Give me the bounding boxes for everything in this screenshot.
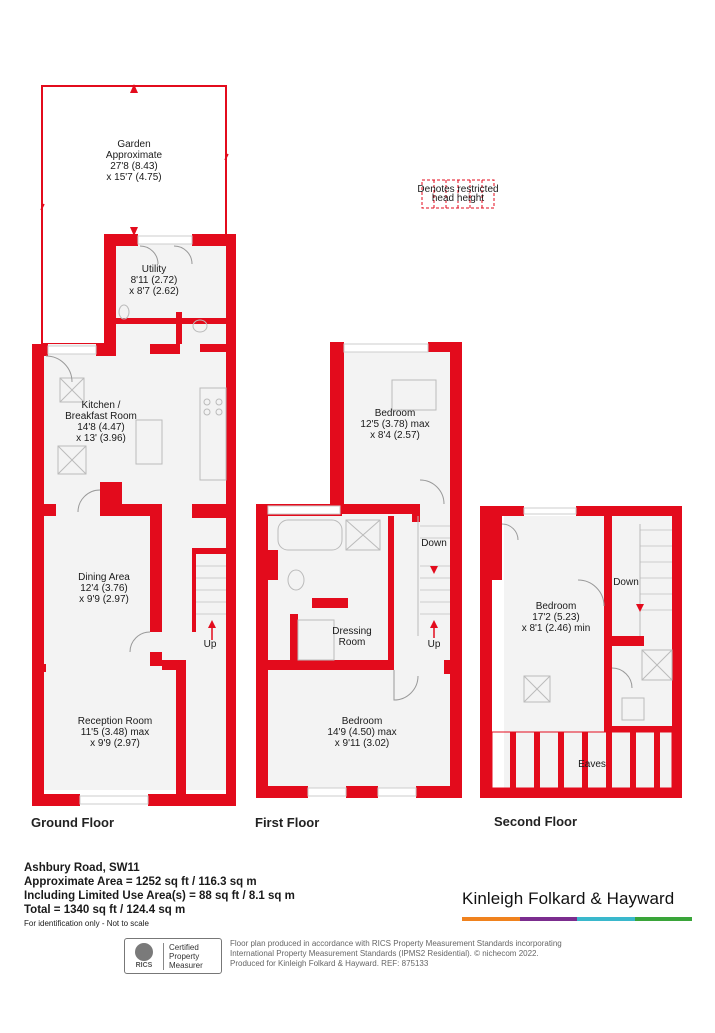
logo-bar-green bbox=[634, 917, 692, 921]
bedroom2-dim-1: 14'9 (4.50) max bbox=[327, 727, 396, 738]
restricted-height-legend: Denotes restricted head height bbox=[417, 179, 499, 209]
address: Ashbury Road, SW11 bbox=[24, 862, 140, 874]
legend-line-1: Denotes restricted bbox=[417, 184, 498, 195]
reception-dim-1: 11'5 (3.48) max bbox=[81, 727, 149, 738]
disclaimer: Floor plan produced in accordance with R… bbox=[230, 939, 610, 969]
kitchen-dim-1: 14'8 (4.47) bbox=[77, 422, 125, 433]
second-floor-plan bbox=[480, 506, 682, 798]
rics-abbr: RICS bbox=[135, 962, 153, 969]
ground-floor-label: Ground Floor bbox=[31, 815, 115, 830]
utility-name: Utility bbox=[142, 264, 166, 275]
room-labels: Garden Approximate 27'8 (8.43) x 15'7 (4… bbox=[65, 139, 639, 770]
agent-logo-bar bbox=[462, 917, 692, 921]
logo-bar-purple bbox=[519, 917, 577, 921]
total-area: Total = 1340 sq ft / 124.4 sq m bbox=[24, 904, 186, 916]
reception-name: Reception Room bbox=[78, 716, 152, 727]
reception-dim-2: x 9'9 (2.97) bbox=[90, 738, 140, 749]
bedroom1-dim-2: x 8'4 (2.57) bbox=[370, 430, 420, 441]
first-stairs-up: Up bbox=[428, 639, 441, 650]
dining-dim-2: x 9'9 (2.97) bbox=[79, 594, 129, 605]
wall bbox=[32, 344, 48, 356]
wall bbox=[104, 234, 116, 350]
disclaimer-line-2: International Property Measurement Stand… bbox=[230, 949, 539, 958]
disclaimer-line-3: Produced for Kinleigh Folkard & Hayward.… bbox=[230, 959, 429, 968]
rics-line-2: Property bbox=[169, 951, 200, 961]
bedroom3-dim-1: 17'2 (5.23) bbox=[532, 612, 580, 623]
wall bbox=[226, 234, 236, 796]
kitchen-dim-2: x 13' (3.96) bbox=[76, 433, 126, 444]
utility-dim-1: 8'11 (2.72) bbox=[131, 275, 178, 286]
garden-arrow-top bbox=[130, 84, 138, 93]
wall bbox=[192, 234, 236, 246]
wall bbox=[96, 344, 116, 356]
dining-dim-1: 12'4 (3.76) bbox=[80, 583, 128, 594]
ground-floor-plan bbox=[32, 84, 236, 806]
bedroom2-name: Bedroom bbox=[342, 716, 383, 727]
rics-badge: RICS Certified Property Measurer bbox=[124, 938, 222, 974]
wall bbox=[32, 344, 44, 806]
disclaimer-line-1: Floor plan produced in accordance with R… bbox=[230, 939, 562, 948]
dressing-name-1: Dressing bbox=[332, 626, 371, 637]
approximate-area: Approximate Area = 1252 sq ft / 116.3 sq… bbox=[24, 876, 257, 888]
kitchen-name-1: Kitchen / bbox=[82, 400, 121, 411]
second-floor-label: Second Floor bbox=[494, 814, 578, 829]
garden-dim-1: 27'8 (8.43) bbox=[110, 161, 158, 172]
dining-name: Dining Area bbox=[78, 572, 130, 583]
garden-name: Garden bbox=[117, 139, 150, 150]
second-stairs-down: Down bbox=[613, 577, 639, 588]
identification-note: For identification only - Not to scale bbox=[24, 919, 149, 928]
utility-dim-2: x 8'7 (2.62) bbox=[129, 286, 179, 297]
first-floor-plan bbox=[256, 342, 462, 798]
limited-use-area: Including Limited Use Area(s) = 88 sq ft… bbox=[24, 890, 295, 902]
wall bbox=[148, 794, 236, 806]
bedroom3-name: Bedroom bbox=[536, 601, 577, 612]
wall bbox=[32, 794, 80, 806]
first-floor-label: First Floor bbox=[255, 815, 320, 830]
dressing-name-2: Room bbox=[339, 637, 366, 648]
eaves-label: Eaves bbox=[578, 759, 606, 770]
legend-line-2: head height bbox=[432, 193, 484, 204]
agent-logo-text: Kinleigh Folkard & Hayward bbox=[462, 889, 675, 908]
wall bbox=[104, 234, 138, 246]
bedroom1-dim-1: 12'5 (3.78) max bbox=[360, 419, 429, 430]
property-info: Ashbury Road, SW11 Approximate Area = 12… bbox=[24, 861, 295, 931]
kitchen-name-2: Breakfast Room bbox=[65, 411, 137, 422]
first-stairs-down: Down bbox=[421, 538, 447, 549]
garden-dim-2: x 15'7 (4.75) bbox=[106, 172, 161, 183]
logo-bar-teal bbox=[577, 917, 635, 921]
floor-plan: Denotes restricted head height Garden Ap… bbox=[32, 84, 682, 806]
logo-bar-orange bbox=[462, 917, 520, 921]
bedroom3-dim-2: x 8'1 (2.46) min bbox=[522, 623, 591, 634]
rics-logo-icon bbox=[135, 943, 153, 961]
ground-stairs-up: Up bbox=[204, 639, 217, 650]
garden-arrow-bottom bbox=[130, 227, 138, 236]
bedroom1-name: Bedroom bbox=[375, 408, 416, 419]
rics-line-3: Measurer bbox=[169, 960, 203, 970]
bedroom2-dim-2: x 9'11 (3.02) bbox=[335, 738, 390, 749]
garden-approx: Approximate bbox=[106, 150, 163, 161]
rics-line-1: Certified bbox=[169, 942, 199, 952]
